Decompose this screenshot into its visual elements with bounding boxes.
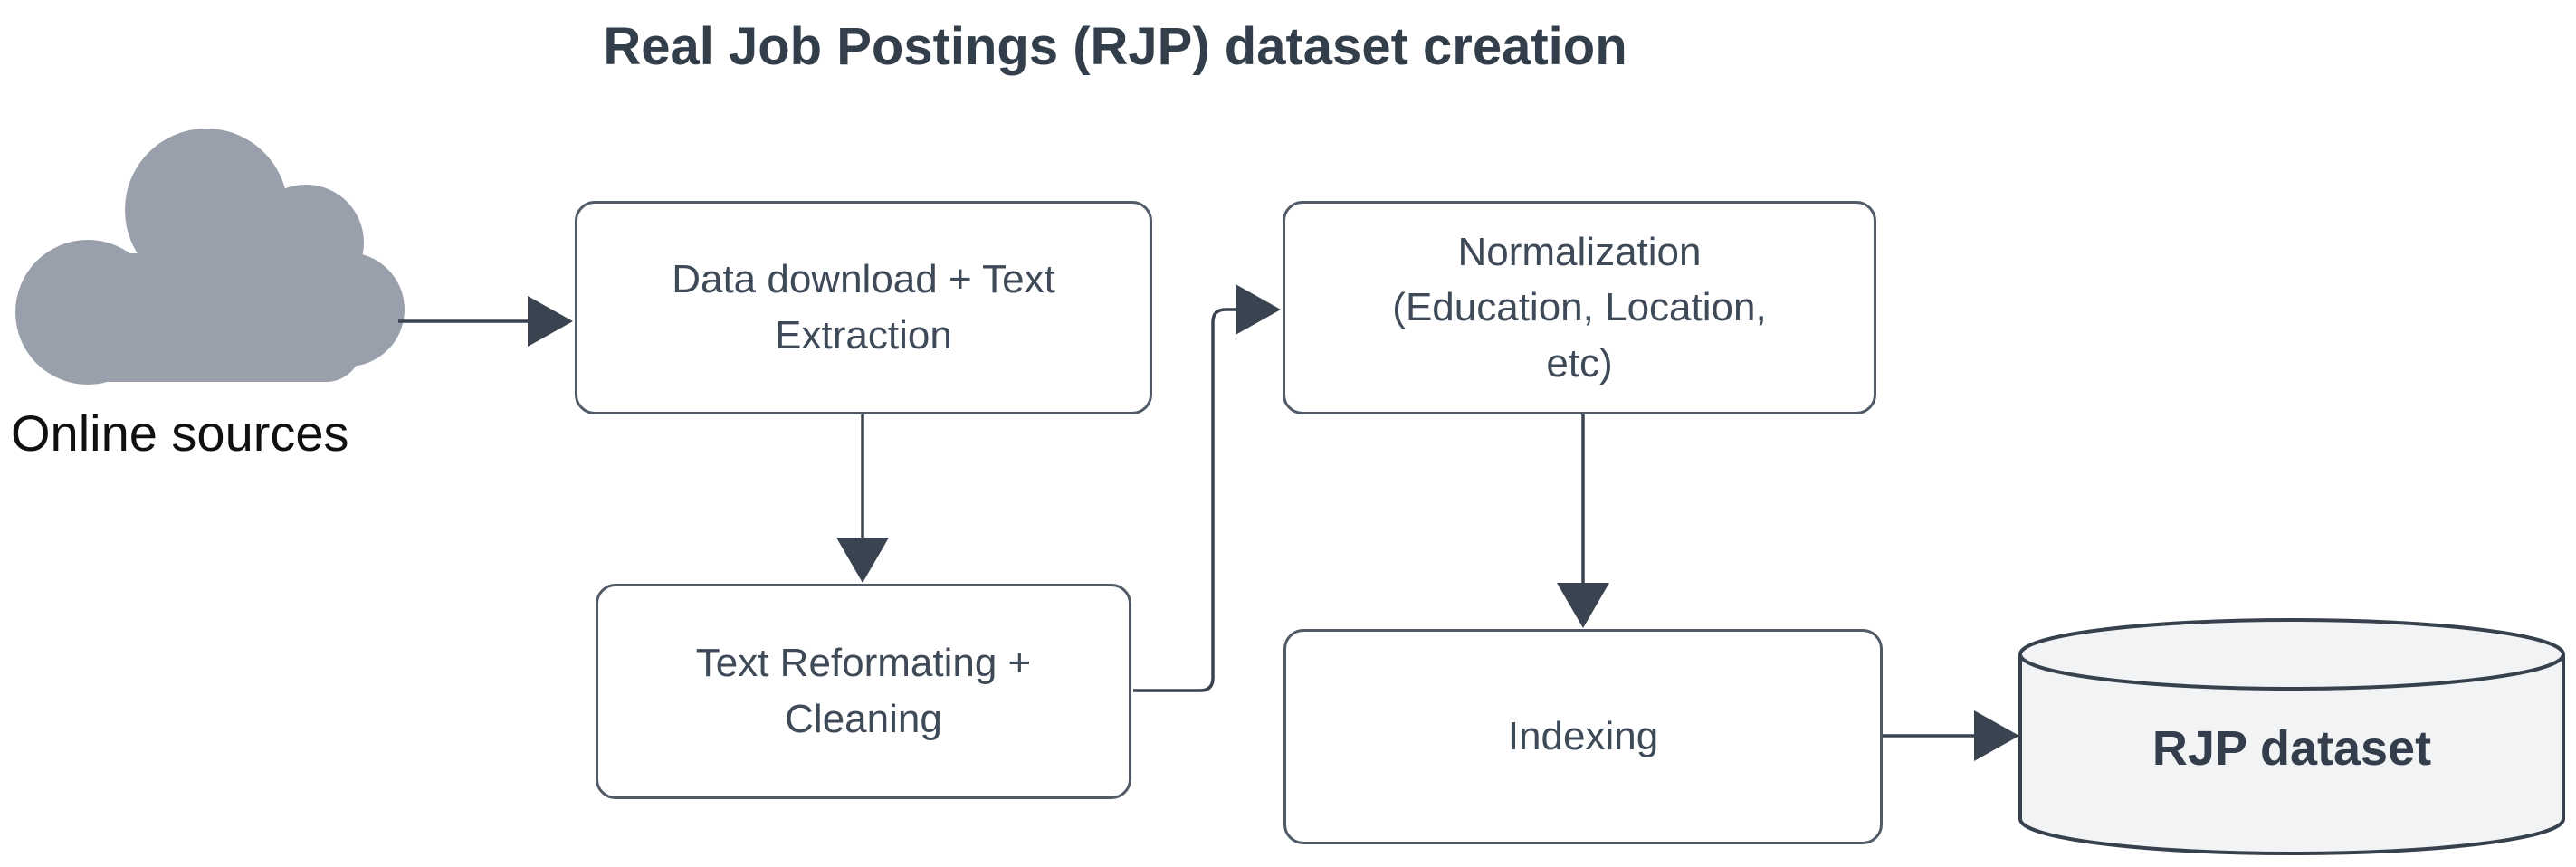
node-normalization-label: Normalization (Education, Location, etc) [1392, 229, 1767, 386]
rjp-dataset-label: RJP dataset [2151, 721, 2432, 776]
connector-indexing-to-dataset [1883, 710, 2019, 761]
arrowhead-icon [528, 296, 573, 347]
arrowhead-icon [1236, 284, 1281, 335]
page-title: Real Job Postings (RJP) dataset creation [603, 17, 1627, 76]
online-sources-label: Online sources [11, 405, 349, 462]
connector-download-to-reformating [836, 414, 889, 583]
arrowhead-icon [1974, 710, 2019, 761]
arrowhead-icon [1557, 583, 1609, 628]
node-data-download-label: Data download + Text Extraction [672, 257, 1055, 357]
node-text-reformating-label: Text Reformating + Cleaning [695, 641, 1032, 741]
node-normalization: Normalization (Education, Location, etc) [1283, 201, 1876, 414]
connector-source-to-download [398, 296, 573, 347]
node-data-download: Data download + Text Extraction [575, 201, 1152, 414]
node-indexing: Indexing [1283, 629, 1883, 844]
database-cylinder [2018, 618, 2565, 855]
arrowhead-icon [836, 538, 889, 583]
connector-reformating-to-normalization [1133, 284, 1281, 692]
node-indexing-label: Indexing [1507, 714, 1659, 759]
node-text-reformating: Text Reformating + Cleaning [596, 584, 1131, 799]
connector-normalization-to-indexing [1557, 414, 1609, 628]
cloud-icon [15, 128, 405, 385]
